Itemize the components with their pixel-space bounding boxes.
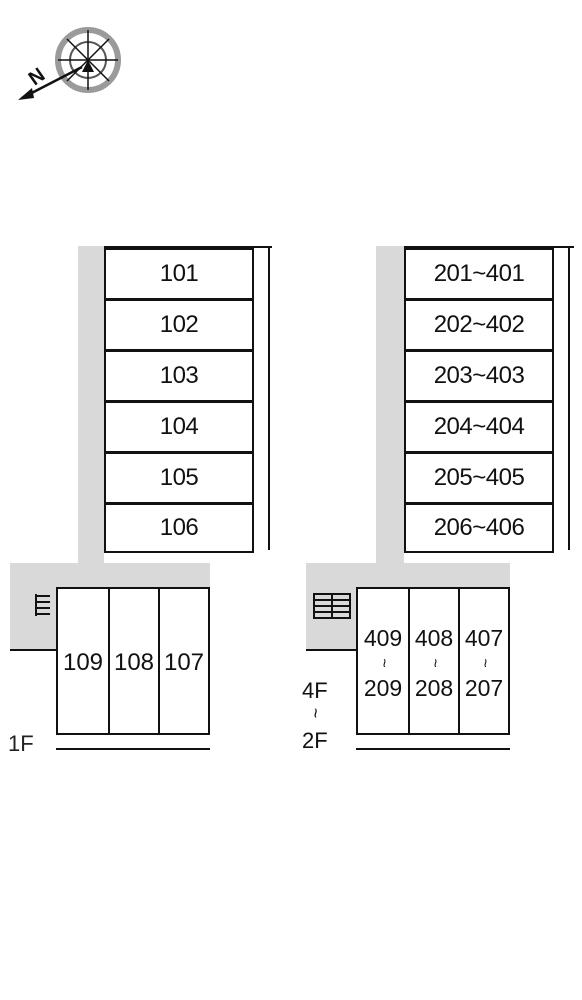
unit-label: 102 [159, 311, 199, 338]
unit-label: 205~405 [433, 464, 525, 491]
unit-upper-row-5[interactable]: 206~406 [404, 503, 554, 553]
balcony-strip [552, 248, 570, 550]
balcony-line [56, 748, 210, 750]
unit-label-top: 407 [464, 625, 504, 651]
balcony-line [356, 748, 510, 750]
unit-upper-col-1[interactable]: 408 ~ 208 [408, 587, 460, 735]
unit-label: 109 [62, 649, 104, 676]
unit-upper-row-3[interactable]: 204~404 [404, 401, 554, 453]
corridor-1f-vertical [78, 246, 104, 566]
unit-label-bottom: 207 [464, 675, 504, 701]
unit-label-top: 409 [363, 625, 403, 651]
unit-label: 202~402 [433, 311, 525, 338]
unit-label-bottom: 209 [363, 675, 403, 701]
balcony-line [56, 733, 210, 735]
unit-1f-col-0[interactable]: 109 [56, 587, 110, 735]
unit-label-bottom: 208 [414, 675, 454, 701]
unit-label: 103 [159, 362, 199, 389]
unit-label: 206~406 [433, 514, 525, 541]
unit-upper-col-2[interactable]: 407 ~ 207 [458, 587, 510, 735]
unit-label: 107 [163, 649, 205, 676]
staircase-icon [34, 592, 52, 618]
staircase-icon [312, 592, 352, 620]
unit-1f-row-5[interactable]: 106 [104, 503, 254, 553]
corridor-upper-vertical [376, 246, 404, 566]
compass-north-arrow-icon [12, 12, 127, 107]
unit-1f-row-2[interactable]: 103 [104, 350, 254, 402]
unit-upper-row-1[interactable]: 202~402 [404, 299, 554, 351]
stair-landing-1f [10, 589, 56, 649]
unit-1f-row-1[interactable]: 102 [104, 299, 254, 351]
unit-label: 203~403 [433, 362, 525, 389]
unit-1f-col-2[interactable]: 107 [158, 587, 210, 735]
building-edge [104, 246, 272, 248]
unit-label: 106 [159, 514, 199, 541]
unit-upper-col-0[interactable]: 409 ~ 209 [356, 587, 410, 735]
unit-label: 204~404 [433, 413, 525, 440]
corridor-upper-horizontal [306, 563, 510, 589]
floor-label-bottom: 2F [302, 728, 328, 753]
wall-line [306, 649, 356, 651]
unit-label: 201~401 [433, 260, 525, 287]
unit-upper-row-4[interactable]: 205~405 [404, 452, 554, 504]
floor-range-separator: ~ [305, 707, 326, 719]
unit-label: 104 [159, 413, 199, 440]
unit-label: 108 [113, 649, 155, 676]
wall-line [10, 649, 56, 651]
unit-1f-row-4[interactable]: 105 [104, 452, 254, 504]
floor-label-1f: 1F [8, 731, 34, 756]
unit-label: 101 [159, 260, 199, 287]
balcony-line [356, 733, 510, 735]
unit-1f-col-1[interactable]: 108 [108, 587, 160, 735]
floor-label-top: 4F [302, 678, 328, 703]
balcony-strip [252, 248, 270, 550]
building-edge [404, 246, 574, 248]
unit-1f-row-0[interactable]: 101 [104, 248, 254, 300]
unit-upper-row-0[interactable]: 201~401 [404, 248, 554, 300]
unit-upper-row-2[interactable]: 203~403 [404, 350, 554, 402]
unit-label: 105 [159, 464, 199, 491]
unit-label-top: 408 [414, 625, 454, 651]
unit-1f-row-3[interactable]: 104 [104, 401, 254, 453]
corridor-1f-horizontal [10, 563, 210, 589]
